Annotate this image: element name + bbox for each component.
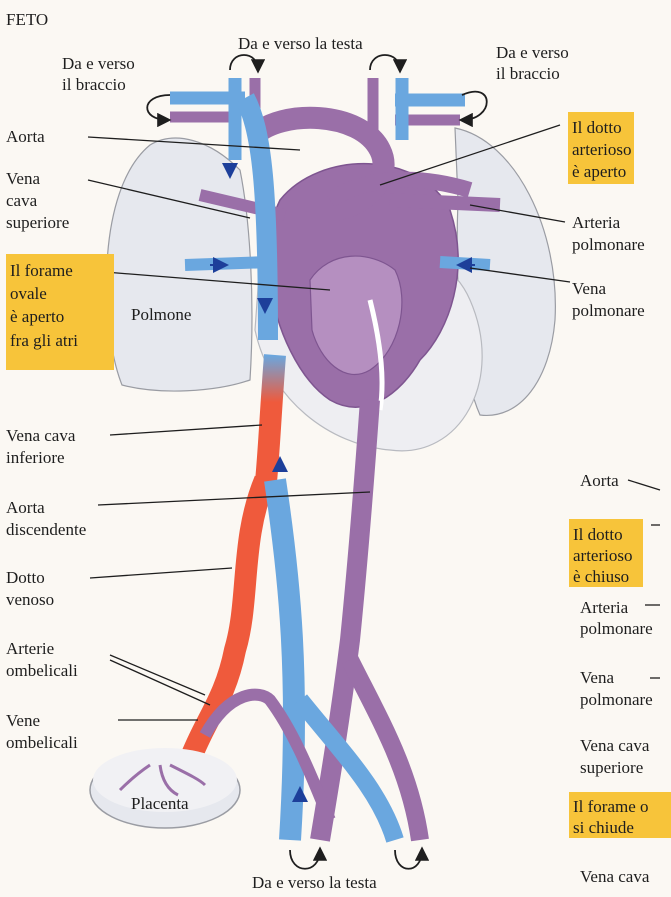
arrow-top-right-head	[370, 55, 400, 70]
label-sp-vena-1: Vena	[580, 667, 614, 688]
label-sp-vcs-1: Vena cava	[580, 735, 649, 756]
label-dotto-1: Il dotto	[572, 117, 622, 138]
arrow-right-arm	[462, 92, 487, 120]
label-polmone: Polmone	[131, 304, 191, 325]
label-vci-1: Vena cava	[6, 425, 75, 446]
label-sp-dotto-1: Il dotto	[573, 524, 623, 545]
label-head-top: Da e verso la testa	[238, 33, 363, 54]
label-sp-aorta: Aorta	[580, 470, 619, 491]
label-vena-polm-1: Vena	[572, 278, 606, 299]
label-arm-left-2: il braccio	[62, 74, 126, 95]
label-dotto-ven-1: Dotto	[6, 567, 45, 588]
label-arterie-omb-2: ombelicali	[6, 660, 78, 681]
label-aorta: Aorta	[6, 126, 45, 147]
label-vcs-1: Vena	[6, 168, 40, 189]
label-vcs-2: cava	[6, 190, 37, 211]
label-vene-omb-2: ombelicali	[6, 732, 78, 753]
label-arm-left-1: Da e verso	[62, 53, 135, 74]
label-forame-2: ovale	[10, 283, 47, 304]
label-vena-polm-2: polmonare	[572, 300, 645, 321]
label-arm-right-1: Da e verso	[496, 42, 569, 63]
label-sp-forame-1: Il forame o	[573, 796, 649, 817]
label-dotto-ven-2: venoso	[6, 589, 54, 610]
ivc-lower	[275, 480, 294, 840]
label-sp-vcs-2: superiore	[580, 757, 643, 778]
label-sp-arteria-2: polmonare	[580, 618, 653, 639]
label-sp-arteria-1: Arteria	[580, 597, 628, 618]
label-forame-1: Il forame	[10, 260, 73, 281]
label-aorta-disc-1: Aorta	[6, 497, 45, 518]
label-vene-omb-1: Vene	[6, 710, 40, 731]
label-placenta: Placenta	[131, 793, 189, 814]
label-art-polm-1: Arteria	[572, 212, 620, 233]
label-vcs-3: superiore	[6, 212, 69, 233]
label-vci-2: inferiore	[6, 447, 65, 468]
pulmonary-artery-right	[390, 200, 500, 205]
arrow-left-arm	[147, 95, 170, 120]
arrow-bottom-right	[395, 850, 422, 869]
label-sp-vci-1: Vena cava	[580, 866, 649, 887]
label-arm-right-2: il braccio	[496, 63, 560, 84]
panel-title: FETO	[6, 9, 48, 30]
label-sp-dotto-2: arterioso	[573, 545, 632, 566]
label-aorta-disc-2: discendente	[6, 519, 86, 540]
arrow-top-head	[230, 55, 258, 70]
label-dotto-2: arterioso	[572, 139, 631, 160]
label-sp-dotto-3: è chiuso	[573, 566, 629, 587]
ductus-venosus	[190, 480, 265, 760]
label-forame-4: fra gli atri	[10, 330, 78, 351]
label-sp-vena-2: polmonare	[580, 689, 653, 710]
inferior-vena-cava	[265, 355, 275, 490]
label-art-polm-2: polmonare	[572, 234, 645, 255]
label-forame-3: è aperto	[10, 306, 64, 327]
label-arterie-omb-1: Arterie	[6, 638, 54, 659]
label-sp-forame-2: si chiude	[573, 817, 634, 838]
arrow-bottom-left	[290, 850, 320, 869]
label-dotto-3: è aperto	[572, 161, 626, 182]
label-head-bottom: Da e verso la testa	[252, 872, 377, 893]
